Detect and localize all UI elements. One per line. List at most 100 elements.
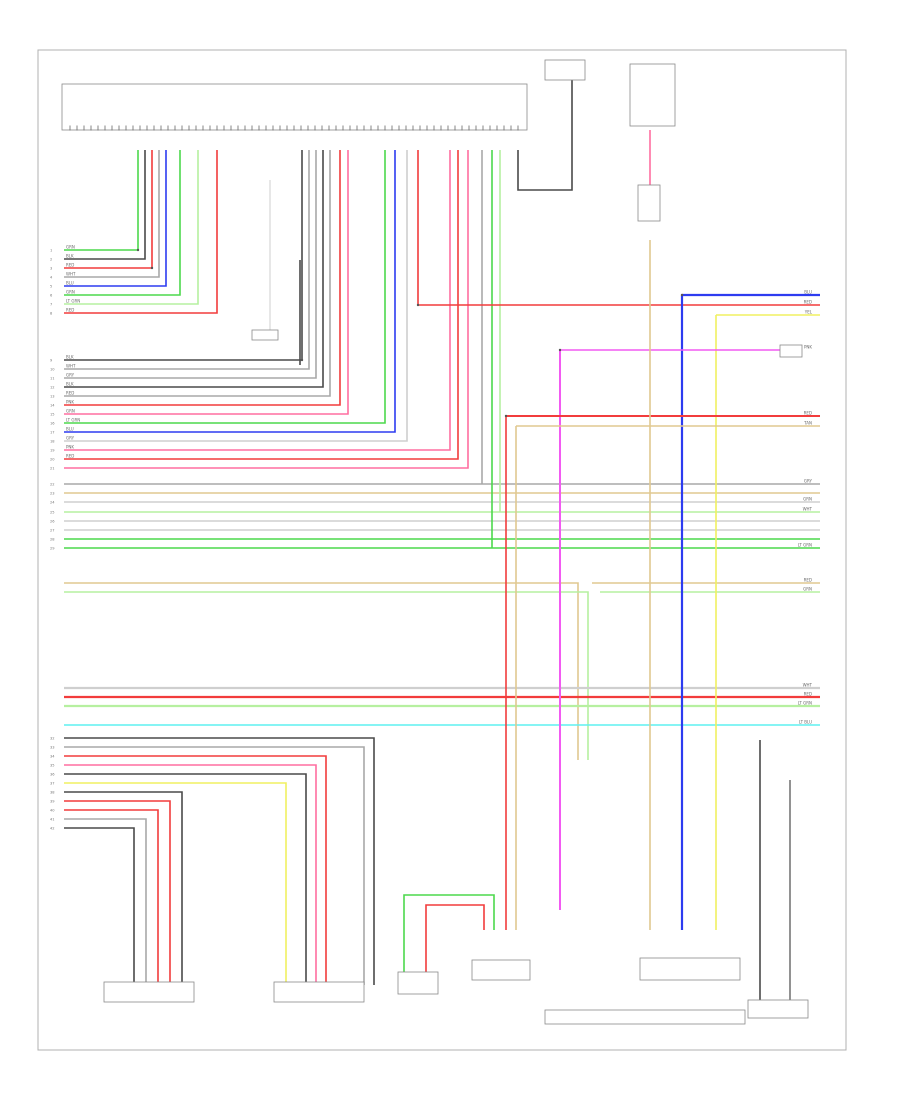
left-speaker-connector (103, 981, 195, 1003)
wire-group-g (64, 764, 317, 985)
pin-number: 29 (50, 547, 55, 551)
wire-group-g (64, 755, 327, 985)
wire-color-label: BLU (66, 427, 74, 432)
wire-group-g (64, 809, 159, 985)
wire-color-label: WHT (66, 272, 76, 277)
wire-color-label: RED (804, 411, 812, 416)
wire-color-label: RED (804, 692, 812, 697)
pin-number: 22 (50, 483, 55, 487)
wire-color-label: RED (66, 263, 74, 268)
pin-number: 19 (50, 449, 55, 453)
wire-group-g (64, 827, 135, 985)
wire-group-a (64, 150, 146, 260)
wire-color-label: RED (804, 578, 812, 583)
pin-number: 37 (50, 782, 55, 786)
pin-number: 15 (50, 413, 55, 417)
pin-number: 13 (50, 395, 55, 399)
wire-color-label: WHT (66, 364, 76, 369)
wire-color-label: GRN (803, 587, 812, 592)
splice-dot (680, 293, 684, 297)
wire-color-label: BLU (66, 281, 74, 286)
wire-group-a (64, 150, 167, 287)
wire-color-label: LT GRN (66, 418, 80, 423)
junction-box (544, 59, 586, 81)
pin-number: 9 (50, 359, 53, 363)
fuse (637, 184, 661, 222)
wire-color-label: BLK (66, 382, 74, 387)
splice-dot (136, 248, 140, 252)
wire-color-label: BLK (66, 254, 74, 259)
pin-number: 17 (50, 431, 55, 435)
wire-group-b (64, 150, 303, 361)
pin-number: 21 (50, 467, 55, 471)
center-speaker-connector (273, 981, 365, 1003)
wire-color-label: GRY (66, 436, 75, 441)
pin-number: 16 (50, 422, 55, 426)
wire-group-g (64, 800, 171, 985)
wire-color-label: GRN (66, 290, 75, 295)
wire-color-label: YEL (804, 310, 813, 315)
pin-number: 38 (50, 791, 55, 795)
wire-color-label: TAN (803, 421, 812, 426)
wire-right (417, 150, 820, 306)
splice-dot (558, 348, 562, 352)
wire-group-b (64, 150, 459, 460)
wire-group-g (64, 791, 183, 985)
ground-point (251, 329, 279, 341)
sensor-switch (779, 344, 803, 358)
pin-number: 39 (50, 800, 55, 804)
pin-number: 1 (50, 249, 52, 253)
pin-number: 10 (50, 368, 55, 372)
wire-bottom (425, 904, 485, 985)
wire-bottom (403, 894, 495, 985)
power-source (629, 63, 676, 127)
wire-color-label: GRY (66, 373, 75, 378)
pin-number: 4 (50, 276, 53, 280)
main-connector (61, 83, 528, 131)
pin-number: 36 (50, 773, 55, 777)
pin-number: 20 (50, 458, 55, 462)
wire-group-b (64, 150, 341, 406)
pin-number: 3 (50, 267, 52, 271)
power-supply (639, 957, 741, 981)
front-sensor-a (397, 971, 439, 995)
pin-number: 33 (50, 746, 55, 750)
wire-color-label: RED (804, 300, 812, 305)
pin-number: 28 (50, 538, 55, 542)
wire-group-d (64, 591, 589, 760)
pin-number: 24 (50, 501, 55, 505)
pin-number: 8 (50, 312, 53, 316)
wire-group-b (64, 150, 324, 388)
pin-number: 35 (50, 764, 55, 768)
wire-group-g (64, 746, 365, 985)
wire-color-label: GRY (804, 479, 813, 484)
diagram-border (37, 49, 847, 1051)
wire-group-a (64, 150, 181, 296)
wire-group-g (64, 773, 307, 985)
pin-number: 42 (50, 827, 55, 831)
wire-top (517, 80, 573, 191)
wire-group-a (64, 150, 139, 251)
wire-color-label: PNK (804, 345, 812, 350)
wire-group-g (64, 782, 287, 985)
pin-number: 11 (50, 377, 55, 381)
wire-color-label: PNK (66, 400, 74, 405)
wire-group-b (64, 150, 386, 424)
wire-color-label: PNK (66, 445, 74, 450)
wire-layer (64, 80, 820, 1000)
wire-color-label: GRN (66, 409, 75, 414)
pin-number: 12 (50, 386, 55, 390)
wire-color-label: RED (66, 308, 74, 313)
wire-color-label: BLU (804, 290, 812, 295)
converter-bar (544, 1009, 746, 1025)
splice-dot (150, 266, 154, 270)
wire-group-b (64, 150, 396, 433)
wire-group-b (64, 150, 331, 397)
pin-number: 2 (50, 258, 52, 262)
pin-number: 7 (50, 303, 52, 307)
wire-color-label: BLK (66, 355, 74, 360)
pin-number: 14 (50, 404, 55, 408)
pin-number: 41 (50, 818, 55, 822)
